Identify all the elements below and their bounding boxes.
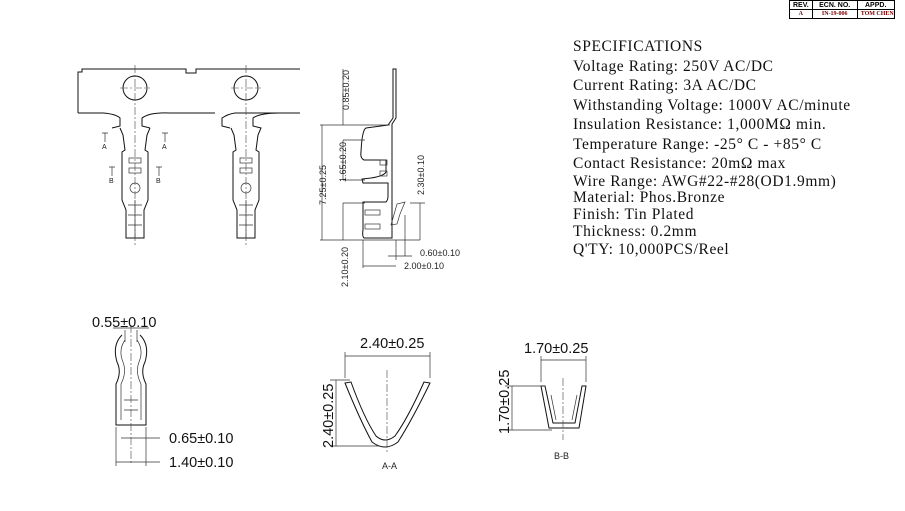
side-view: 0.85±0.20 7.25±0.25 1.65±0.20 2.30±0.10 …: [318, 68, 460, 287]
section-a-a: 2.40±0.25 2.40±0.25 A-A: [321, 336, 431, 471]
dim-0.65: 0.65±0.10: [169, 431, 233, 447]
dim-7.25: 7.25±0.25: [318, 165, 328, 205]
section-bb-width-dim: 1.70±0.25: [524, 341, 588, 357]
top-view-terminal-strip: A A B B: [77, 65, 300, 245]
dim-0.55: 0.55±0.10: [92, 315, 156, 331]
specifications-block: SPECIFICATIONS Voltage Rating: 250V AC/D…: [573, 37, 851, 259]
spec-line: Material: Phos.Bronze: [573, 188, 726, 206]
section-mark-b-left: B: [109, 178, 114, 185]
section-aa-label: A-A: [382, 461, 397, 471]
section-b-b: 1.70±0.25 1.70±0.25 B-B: [497, 341, 588, 461]
dim-0.60: 0.60±0.10: [420, 248, 460, 258]
spec-line: Finish: Tin Plated: [573, 205, 695, 223]
section-mark-a-left: A: [102, 144, 107, 151]
spec-line: Temperature Range: -25° C - +85° C: [573, 135, 822, 153]
spec-title: SPECIFICATIONS: [573, 38, 703, 55]
spec-line: Wire Range: AWG#22-#28(OD1.9mm): [573, 172, 837, 190]
section-aa-height-dim: 2.40±0.25: [321, 384, 337, 448]
dim-1.40: 1.40±0.10: [169, 455, 233, 471]
appd-value: TOM CHEN: [856, 9, 895, 19]
spec-line: Q'TY: 10,000PCS/Reel: [573, 240, 730, 258]
spec-line: Current Rating: 3A AC/DC: [573, 77, 757, 94]
dim-2.00: 2.00±0.10: [404, 261, 444, 271]
section-aa-width-dim: 2.40±0.25: [360, 336, 424, 352]
dim-1.65: 1.65±0.20: [338, 142, 348, 182]
section-bb-label: B-B: [554, 451, 569, 461]
spec-line: Withstanding Voltage: 1000V AC/minute: [573, 96, 851, 114]
spec-line: Thickness: 0.2mm: [573, 222, 698, 240]
section-mark-a-right: A: [162, 144, 167, 151]
spec-line: Voltage Rating: 250V AC/DC: [573, 57, 774, 75]
spec-line: Insulation Resistance: 1,000MΩ min.: [573, 116, 827, 133]
section-mark-b-right: B: [156, 178, 161, 185]
section-bb-height-dim: 1.70±0.25: [497, 370, 513, 434]
dim-2.10: 2.10±0.20: [340, 247, 350, 287]
dim-0.85: 0.85±0.20: [341, 70, 351, 110]
front-view: 0.55±0.10 0.65±0.10 1.40±0.10: [92, 315, 233, 471]
dim-2.30: 2.30±0.10: [416, 155, 426, 195]
spec-line: Contact Resistance: 20mΩ max: [573, 155, 786, 172]
